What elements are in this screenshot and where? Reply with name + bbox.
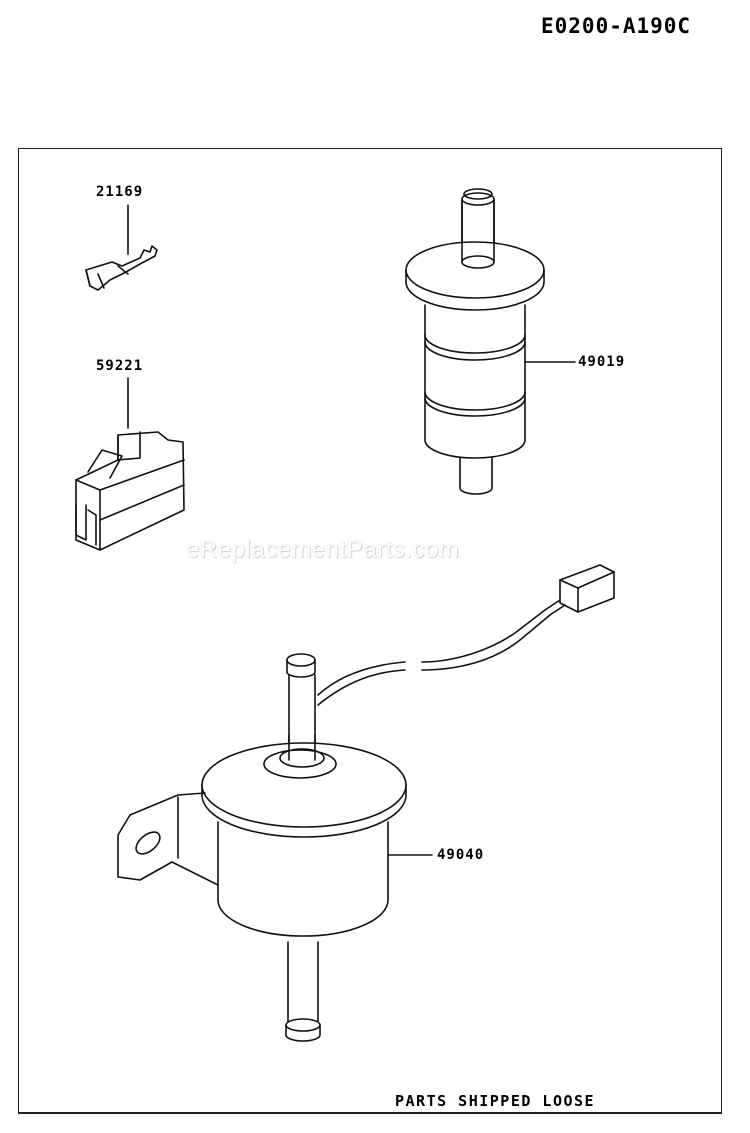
connector-59221-drawing <box>75 377 185 551</box>
diagram-frame <box>18 148 722 1114</box>
fuel-pump-49040-drawing <box>117 564 615 1042</box>
diagram-reference-code: E0200-A190C <box>541 14 692 38</box>
watermark: eReplacementParts.com <box>186 536 460 563</box>
parts-shipped-loose-note: PARTS SHIPPED LOOSE <box>395 1092 596 1110</box>
part-label-49040[interactable]: 49040 <box>437 847 485 863</box>
terminal-21169-drawing <box>85 204 158 291</box>
part-label-21169[interactable]: 21169 <box>96 184 144 200</box>
part-label-49019[interactable]: 49019 <box>578 354 626 370</box>
part-label-59221[interactable]: 59221 <box>96 358 144 374</box>
fuel-filter-49019-drawing <box>405 188 576 495</box>
